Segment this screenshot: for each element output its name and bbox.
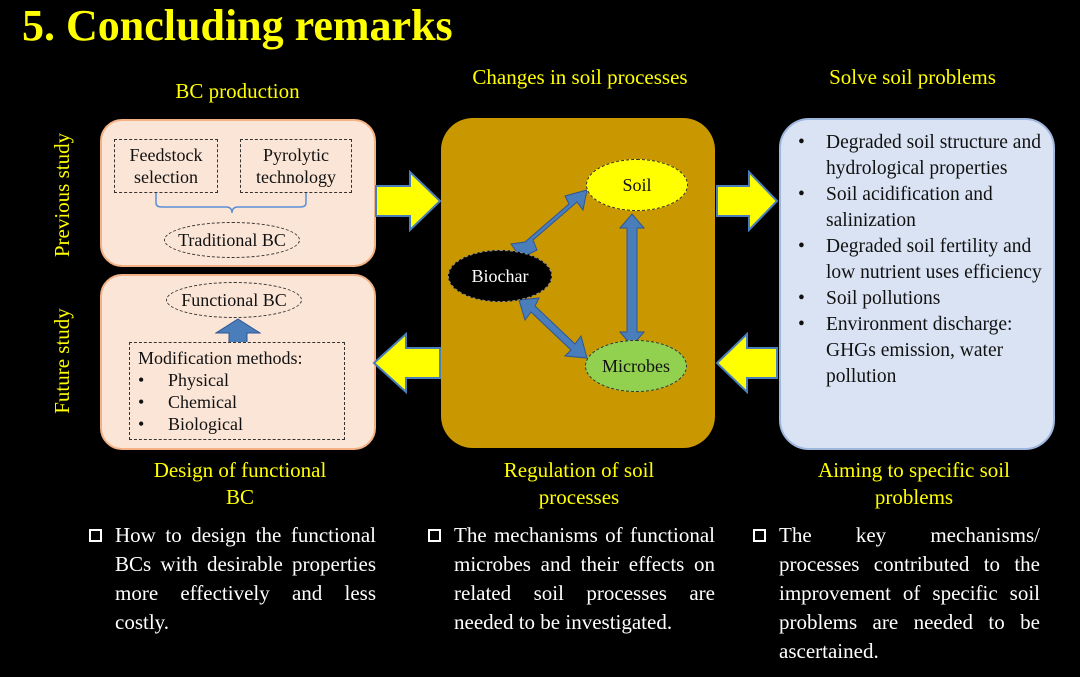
square-bullet-icon bbox=[753, 529, 766, 542]
label-previous-study: Previous study bbox=[50, 132, 74, 258]
modification-item: Chemical bbox=[138, 391, 344, 413]
node-microbes: Microbes bbox=[585, 340, 687, 392]
box-modification-methods: Modification methods: Physical Chemical … bbox=[129, 342, 345, 440]
node-soil: Soil bbox=[586, 159, 688, 211]
up-arrow-icon bbox=[215, 318, 261, 344]
double-arrow-biochar-soil bbox=[510, 189, 588, 259]
square-bullet-icon bbox=[428, 529, 441, 542]
bracket-connector bbox=[155, 193, 307, 214]
modification-item: Physical bbox=[138, 369, 344, 391]
right-arrow-icon bbox=[716, 170, 779, 232]
heading-changes-soil-processes: Changes in soil processes bbox=[472, 65, 688, 89]
double-arrow-biochar-microbes bbox=[518, 297, 588, 359]
modification-methods-title: Modification methods: bbox=[138, 348, 303, 368]
ellipse-functional-bc: Functional BC bbox=[166, 282, 302, 318]
left-arrow-icon bbox=[715, 332, 778, 394]
remark-text: How to design the functional BCs with de… bbox=[115, 523, 376, 634]
soil-problems-list: Degraded soil structure and hydrological… bbox=[794, 130, 1044, 390]
page-title: 5. Concluding remarks bbox=[22, 1, 453, 50]
right-arrow-icon bbox=[375, 170, 442, 232]
heading-bc-production: BC production bbox=[175, 79, 300, 103]
label-aiming-soil-problems: Aiming to specific soil problems bbox=[818, 458, 1010, 509]
modification-item: Biological bbox=[138, 413, 344, 435]
ellipse-traditional-bc: Traditional BC bbox=[164, 222, 300, 258]
problem-item: Environment discharge: GHGs emission, wa… bbox=[798, 312, 1044, 390]
problem-item: Degraded soil fertility and low nutrient… bbox=[798, 234, 1044, 286]
double-arrow-soil-microbes bbox=[618, 213, 646, 347]
problem-item: Degraded soil structure and hydrological… bbox=[798, 130, 1044, 182]
label-regulation-soil-processes: Regulation of soil processes bbox=[503, 458, 655, 509]
problem-item: Soil pollutions bbox=[798, 286, 1044, 312]
remark-text: The key mechanisms/ processes contribute… bbox=[779, 523, 1040, 663]
box-pyrolytic-technology: Pyrolytic technology bbox=[240, 139, 352, 193]
remark-text: The mechanisms of functional microbes an… bbox=[454, 523, 715, 634]
problem-item: Soil acidification and salinization bbox=[798, 182, 1044, 234]
square-bullet-icon bbox=[89, 529, 102, 542]
left-arrow-icon bbox=[372, 332, 441, 394]
heading-solve-soil-problems: Solve soil problems bbox=[829, 65, 996, 89]
box-feedstock-selection: Feedstock selection bbox=[114, 139, 218, 193]
label-future-study: Future study bbox=[50, 308, 74, 414]
node-biochar: Biochar bbox=[448, 250, 552, 302]
label-design-functional-bc: Design of functional BC bbox=[153, 458, 327, 509]
